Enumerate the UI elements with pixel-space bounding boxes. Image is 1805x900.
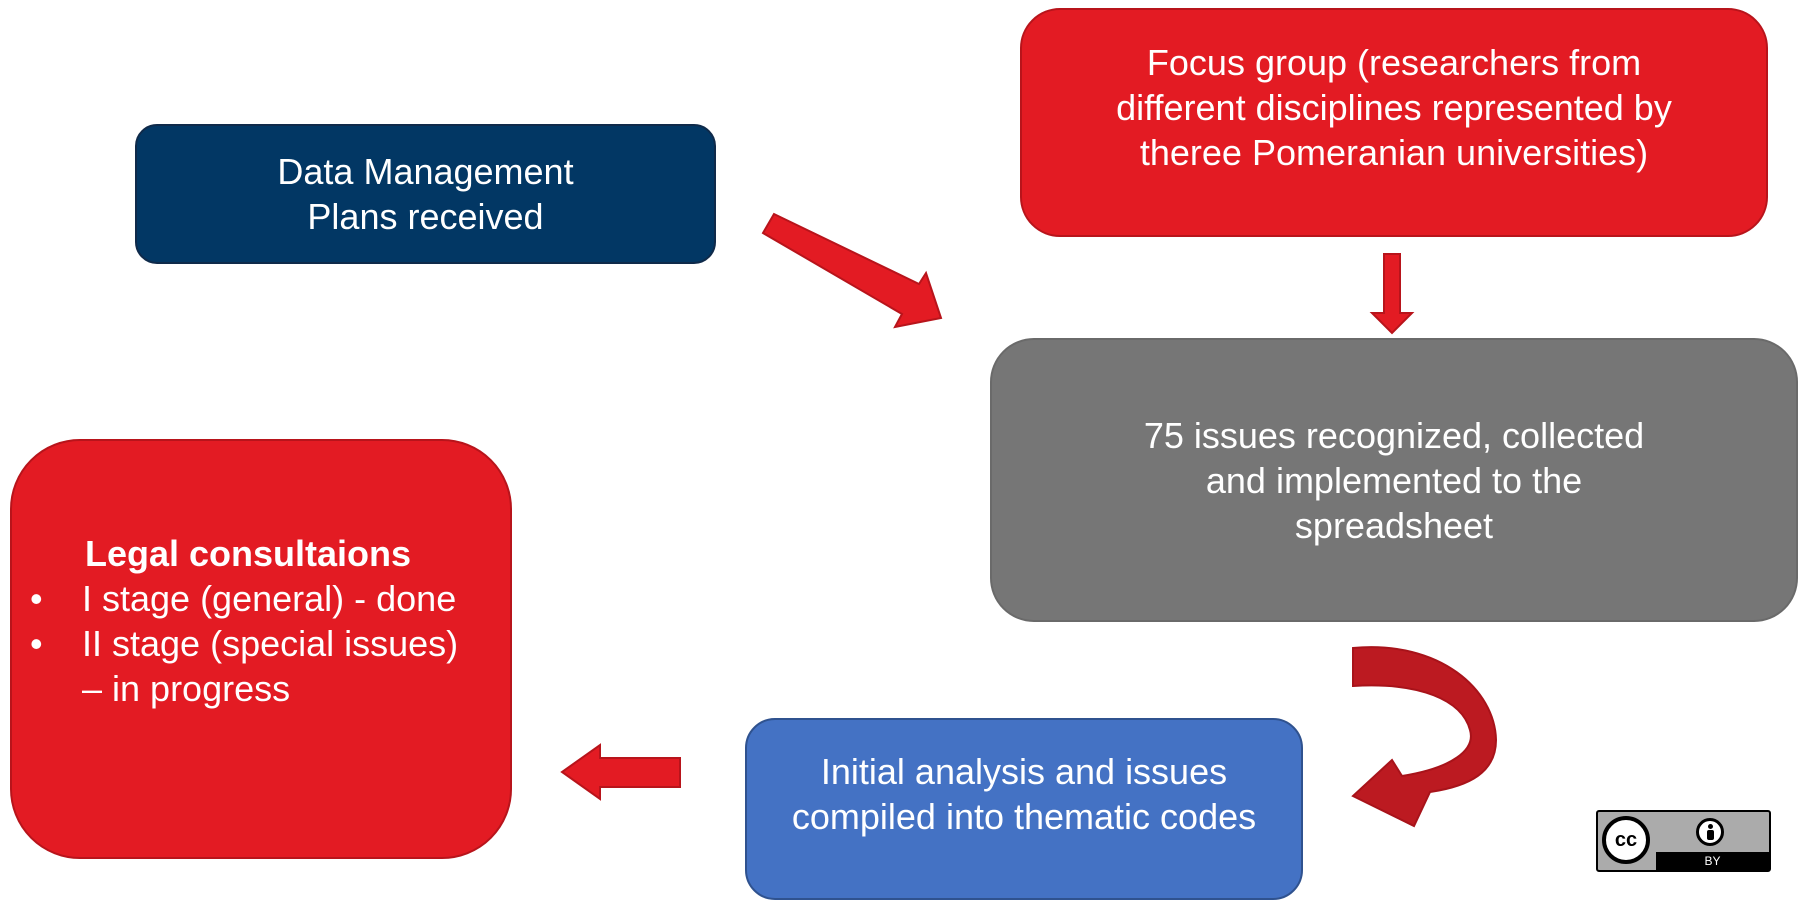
- cc-by-license-badge: cc BY: [1596, 810, 1771, 872]
- node-issues-line-2: and implemented to the: [1205, 459, 1583, 501]
- node-focus-line-3: theree Pomeranian universities): [1139, 132, 1649, 173]
- node-dmp-line-2: Plans received: [307, 196, 544, 237]
- node-legal-title: Legal consultaions: [85, 533, 412, 574]
- node-focus-line-1: Focus group (researchers from: [1146, 42, 1642, 83]
- node-focus-line-2: different disciplines represented by: [1116, 87, 1672, 128]
- node-analysis-line-2: compiled into thematic codes: [791, 796, 1257, 837]
- node-legal-bullet-list: I stage (general) - done II stage (speci…: [12, 576, 458, 666]
- arrow-focus-to-issues: [1369, 253, 1415, 335]
- node-analysis-line-1: Initial analysis and issues: [820, 751, 1228, 792]
- node-legal-bullet-1: I stage (general) - done: [12, 576, 458, 621]
- node-issues-line-3: spreadsheet: [1294, 504, 1494, 546]
- attribution-person-icon: [1696, 818, 1724, 846]
- cc-icon: cc: [1602, 816, 1650, 864]
- by-label: BY: [1656, 852, 1769, 870]
- node-issues-collected: 75 issues recognized, collected and impl…: [990, 338, 1798, 622]
- node-legal-bullet-2: II stage (special issues): [12, 621, 458, 666]
- node-issues-line-1: 75 issues recognized, collected: [1143, 414, 1645, 456]
- node-focus-group: Focus group (researchers from different …: [1020, 8, 1768, 237]
- arrow-issues-to-analysis: [1351, 646, 1498, 828]
- node-dmp-line-1: Data Management: [277, 151, 574, 192]
- by-area: BY: [1656, 812, 1769, 870]
- node-data-management-plans: Data Management Plans received: [135, 124, 716, 264]
- node-legal-bullet-2-continuation: – in progress: [82, 668, 291, 709]
- arrow-dmp-to-issues: [761, 212, 943, 329]
- node-legal-consultations: Legal consultaions I stage (general) - d…: [10, 439, 512, 859]
- arrow-analysis-to-legal: [560, 743, 681, 801]
